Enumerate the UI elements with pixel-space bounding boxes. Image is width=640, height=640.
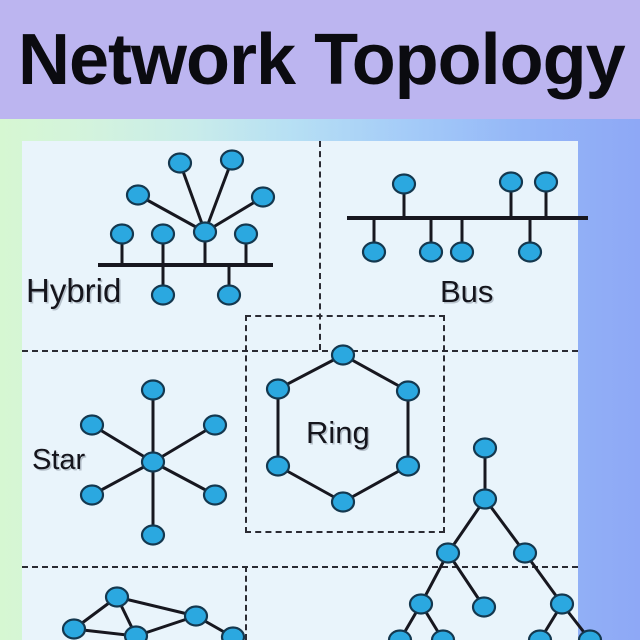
ring-section-box (245, 315, 445, 533)
topology-label-bus: Bus (440, 274, 494, 309)
topology-label-ring: Ring (306, 415, 370, 450)
topology-label-star: Star (32, 444, 86, 476)
divider-bottom-middle (245, 566, 247, 640)
divider-lower (22, 566, 578, 568)
divider-top-middle (319, 141, 321, 350)
header-banner: Network Topology (0, 0, 640, 119)
page-title: Network Topology (18, 20, 626, 100)
divider-upper (22, 350, 578, 352)
topology-label-hybrid: Hybrid (26, 272, 122, 309)
